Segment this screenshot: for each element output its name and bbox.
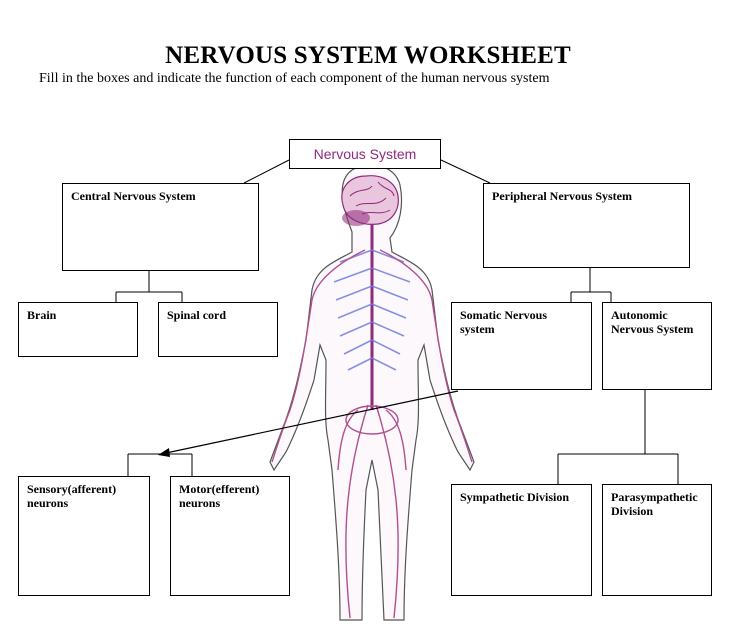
sympathetic-division-box[interactable]: Sympathetic Division <box>451 484 592 596</box>
sensory-neurons-box[interactable]: Sensory(afferent) neurons <box>18 476 150 596</box>
parasympathetic-division-box[interactable]: Parasympathetic Division <box>602 484 712 596</box>
brain-box[interactable]: Brain <box>18 302 138 357</box>
worksheet-title: NERVOUS SYSTEM WORKSHEET <box>165 42 571 69</box>
autonomic-nervous-system-label: Autonomic Nervous System <box>611 308 694 336</box>
central-nervous-system-box[interactable]: Central Nervous System <box>62 183 259 271</box>
sensory-neurons-label: Sensory(afferent) neurons <box>27 482 117 510</box>
brain-label: Brain <box>27 308 57 322</box>
sympathetic-division-label: Sympathetic Division <box>460 490 570 504</box>
somatic-nervous-system-box[interactable]: Somatic Nervous system <box>451 302 592 390</box>
parasympathetic-division-label: Parasympathetic Division <box>611 490 698 518</box>
peripheral-nervous-system-box[interactable]: Peripheral Nervous System <box>483 183 690 268</box>
central-nervous-system-label: Central Nervous System <box>71 189 196 203</box>
somatic-nervous-system-label: Somatic Nervous system <box>460 308 547 336</box>
peripheral-nervous-system-label: Peripheral Nervous System <box>492 189 632 203</box>
spinal-cord-box[interactable]: Spinal cord <box>158 302 278 357</box>
motor-neurons-label: Motor(efferent) neurons <box>179 482 260 510</box>
motor-neurons-box[interactable]: Motor(efferent) neurons <box>170 476 290 596</box>
nervous-system-box: Nervous System <box>289 139 441 169</box>
worksheet-instructions: Fill in the boxes and indicate the funct… <box>39 71 550 86</box>
human-body-figure <box>269 164 475 621</box>
spinal-cord-label: Spinal cord <box>167 308 227 322</box>
autonomic-nervous-system-box[interactable]: Autonomic Nervous System <box>602 302 712 390</box>
somatic-arrow <box>158 390 459 457</box>
